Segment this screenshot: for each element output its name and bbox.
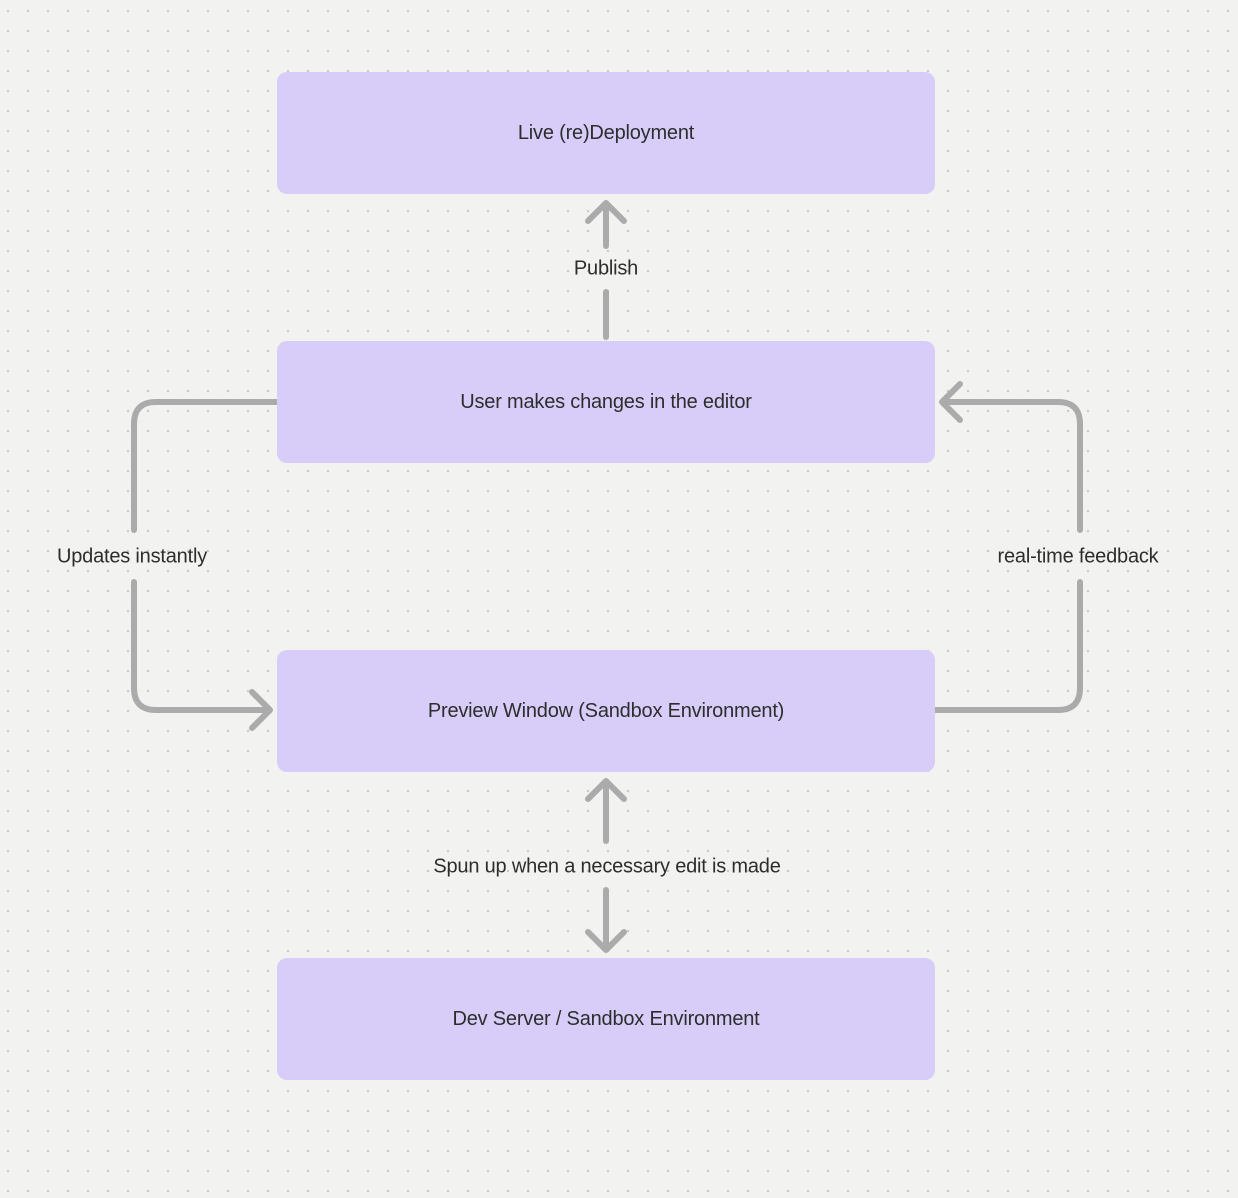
arrowhead-up-icon [585,778,627,802]
node-live-redeployment: Live (re)Deployment [277,72,935,194]
node-user-editor: User makes changes in the editor [277,341,935,463]
node-label-dev-server: Dev Server / Sandbox Environment [452,1007,760,1030]
edge-label-updates-instantly: Updates instantly [56,545,208,568]
edge-label-publish: Publish [573,257,639,280]
node-label-user-editor: User makes changes in the editor [460,390,752,413]
node-label-live-redeployment: Live (re)Deployment [517,121,695,144]
arrowhead-left-icon [939,381,963,423]
edge-label-realtime-feedback: real-time feedback [997,545,1159,568]
arrowhead-up-icon [585,200,627,224]
arrowhead-down-icon [585,929,627,953]
node-preview-window: Preview Window (Sandbox Environment) [277,650,935,772]
node-dev-server: Dev Server / Sandbox Environment [277,958,935,1080]
arrowhead-right-icon [249,689,273,731]
edge-label-spun-up: Spun up when a necessary edit is made [433,855,781,878]
node-label-preview-window: Preview Window (Sandbox Environment) [427,699,785,722]
